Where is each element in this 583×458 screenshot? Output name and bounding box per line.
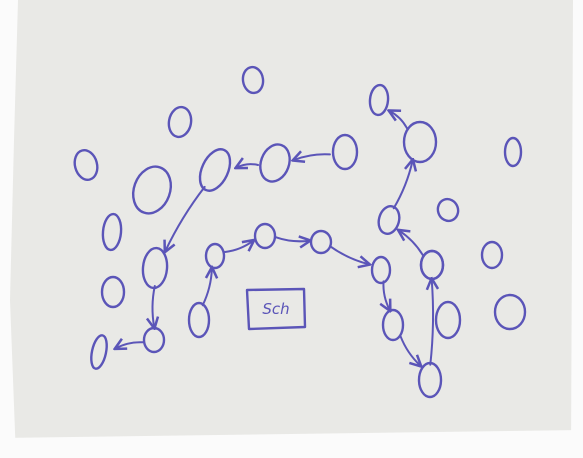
arrow-n24-to-n15 <box>201 268 212 307</box>
node-n18 <box>370 255 392 285</box>
arrow-n29-to-n19 <box>399 231 425 257</box>
sch-box-label: Sch <box>262 300 289 318</box>
node-n26 <box>90 334 108 370</box>
arrow-n17-to-n18 <box>329 245 369 264</box>
arrow-n25-to-n30 <box>399 335 421 365</box>
sch-box: Sch <box>245 287 307 331</box>
sch-box-outline <box>245 287 307 331</box>
arrow-n10-to-n9 <box>390 111 409 131</box>
node-n6 <box>198 148 232 192</box>
node-n30 <box>417 361 443 399</box>
node-n8 <box>331 133 359 171</box>
node-n1 <box>241 65 265 95</box>
node-n17 <box>309 229 333 255</box>
paper-edge <box>571 0 583 458</box>
node-n19 <box>377 205 401 235</box>
arrow-n14-to-n22 <box>152 285 154 327</box>
node-n5 <box>101 212 123 252</box>
node-n10 <box>402 120 438 164</box>
arrows-layer <box>116 111 433 366</box>
arrow-n7-to-n6 <box>237 164 259 167</box>
node-n14 <box>141 246 169 290</box>
node-n20 <box>100 275 126 309</box>
node-n11 <box>503 136 523 168</box>
arrow-n16-to-n17 <box>274 237 310 241</box>
node-n2 <box>167 105 193 139</box>
node-n29 <box>419 249 445 281</box>
node-n25 <box>381 308 405 342</box>
node-n4 <box>131 165 173 215</box>
node-n24 <box>187 301 211 339</box>
node-n15 <box>204 242 226 270</box>
node-n22 <box>142 326 166 354</box>
arrow-n19-to-n10 <box>392 161 413 210</box>
node-n9 <box>368 83 390 117</box>
node-n13 <box>480 240 504 270</box>
arrow-n6-to-n14 <box>165 185 206 251</box>
arrow-n18-to-n25 <box>383 280 389 310</box>
node-n21 <box>493 293 527 331</box>
paper-edge <box>0 0 18 458</box>
arrow-n30-to-n29 <box>430 280 433 366</box>
paper-edge <box>0 430 583 458</box>
node-n7 <box>259 143 291 183</box>
node-n16 <box>253 222 277 250</box>
node-n3 <box>73 149 99 181</box>
arrow-n15-to-n16 <box>224 241 253 253</box>
arrow-n22-to-n26 <box>116 342 145 348</box>
arrow-n8-to-n7 <box>294 154 331 160</box>
node-n12 <box>436 197 460 223</box>
node-n28 <box>434 300 462 340</box>
nodes-layer <box>73 65 527 399</box>
